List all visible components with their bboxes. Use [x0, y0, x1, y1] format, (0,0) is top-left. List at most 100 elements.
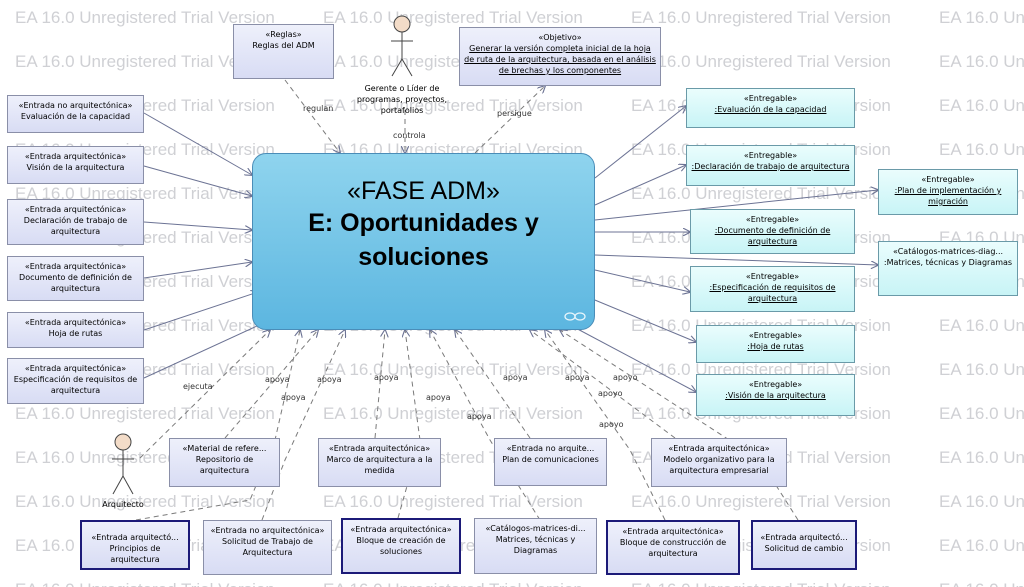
edge-label-apoya: apoya: [265, 375, 290, 384]
deliverable-architecture-vision[interactable]: «Entregable» :Visión de la arquitectura: [696, 374, 855, 416]
input-statement-of-work[interactable]: «Entrada arquitectónica» Declaración de …: [7, 199, 144, 245]
edge-label-apoyo: apoyo: [598, 389, 623, 398]
bottom-stereotype: «Entrada arquitectónica»: [350, 525, 452, 534]
edge-output-6: [569, 324, 696, 392]
support-communications-plan[interactable]: «Entrada no arquite... Plan de comunicac…: [494, 438, 607, 486]
support-stereotype: «Entrada arquitectónica»: [668, 444, 770, 453]
edge-input-6: [143, 320, 270, 379]
deliverable-requirements-spec[interactable]: «Entregable» :Especificación de requisit…: [690, 266, 855, 312]
edge-label-apoya: apoya: [467, 412, 492, 421]
input-name: Documento de definición de arquitectura: [19, 273, 132, 293]
bottom-principles[interactable]: «Entrada arquitectó... Principios de arq…: [80, 520, 190, 570]
bottom-stereotype: «Entrada arquitectónica»: [622, 527, 724, 536]
edge-label-apoya: apoya: [281, 393, 306, 402]
deliverable-statement-of-work[interactable]: «Entregable» :Declaración de trabajo de …: [686, 145, 855, 186]
objective-node[interactable]: «Objetivo» Generar la versión completa i…: [459, 27, 661, 86]
support-name: Modelo organizativo para la arquitectura…: [663, 455, 775, 475]
edge-output-1: [594, 106, 686, 179]
input-stereotype: «Entrada arquitectónica»: [24, 318, 127, 327]
support-name: Plan de comunicaciones: [502, 455, 599, 464]
edge-input-4: [143, 262, 252, 279]
deliverable-matrices-diagrams[interactable]: «Catálogos-matrices-diag... :Matrices, t…: [878, 241, 1018, 296]
edge-label-apoya: apoya: [317, 375, 342, 384]
edge-label-persigue: persigue: [497, 109, 532, 118]
manager-actor-label: Gerente o Líder de programas, proyectos,…: [356, 84, 448, 115]
bottom-work-request[interactable]: «Entrada no arquitectónica» Solicitud de…: [203, 520, 332, 575]
support-name: Marco de arquitectura a la medida: [326, 455, 433, 475]
deliverable-definition-document[interactable]: «Entregable» :Documento de definición de…: [690, 209, 855, 254]
edge-label-controla: controla: [393, 131, 426, 140]
deliverable-stereotype: «Entregable»: [748, 380, 803, 389]
edge-apoya-solicitud: [261, 330, 345, 521]
manager-actor-icon: [391, 15, 413, 77]
bottom-stereotype: «Entrada arquitectó...: [760, 533, 848, 542]
edge-label-regulan: regulan: [303, 104, 334, 113]
input-architecture-vision[interactable]: «Entrada arquitectónica» Visión de la ar…: [7, 146, 144, 184]
input-name: Hoja de rutas: [48, 329, 103, 338]
support-stereotype: «Entrada no arquite...: [506, 444, 595, 453]
bottom-name: Bloque de creación de soluciones: [356, 536, 446, 556]
deliverable-stereotype: «Entregable»: [921, 175, 975, 184]
deliverable-stereotype: «Catálogos-matrices-diag...: [892, 247, 1004, 256]
edge-label-apoyo: apoyo: [599, 420, 624, 429]
edge-input-5: [143, 292, 258, 331]
edge-output-4: [594, 269, 690, 292]
phase-stereotype: «FASE ADM»: [347, 177, 500, 205]
bottom-solution-building-block[interactable]: «Entrada arquitectónica» Bloque de creac…: [341, 518, 461, 574]
phase-title: E: Oportunidades y soluciones: [308, 209, 539, 271]
bottom-name: Bloque de construcción de arquitectura: [619, 538, 727, 558]
deliverable-name: :Documento de definición de arquitectura: [714, 226, 831, 246]
deliverable-stereotype: «Entregable»: [743, 94, 798, 103]
objective-stereotype: «Objetivo»: [538, 33, 582, 42]
edge-label-apoyo: apoyo: [613, 373, 638, 382]
support-repository[interactable]: «Material de refere... Repositorio de ar…: [169, 438, 280, 487]
architect-actor-icon: [112, 433, 134, 495]
support-stereotype: «Material de refere...: [182, 444, 267, 453]
support-organizational-model[interactable]: «Entrada arquitectónica» Modelo organiza…: [651, 438, 787, 487]
deliverable-stereotype: «Entregable»: [748, 331, 803, 340]
objective-name: Generar la versión completa inicial de l…: [464, 44, 656, 75]
support-framework[interactable]: «Entrada arquitectónica» Marco de arquit…: [318, 438, 441, 487]
deliverable-name: :Hoja de rutas: [747, 342, 804, 351]
edge-apoya-bloque-soluciones: [397, 330, 421, 519]
deliverable-stereotype: «Entregable»: [743, 151, 798, 160]
rules-name: Reglas del ADM: [252, 41, 315, 50]
edge-label-apoya: apoya: [426, 393, 451, 402]
input-roadmap[interactable]: «Entrada arquitectónica» Hoja de rutas: [7, 312, 144, 348]
bottom-change-request[interactable]: «Entrada arquitectó... Solicitud de camb…: [751, 520, 857, 570]
input-definition-document[interactable]: «Entrada arquitectónica» Documento de de…: [7, 256, 144, 301]
edge-persigue: [474, 86, 545, 154]
edge-label-ejecuta: ejecuta: [183, 382, 213, 391]
edge-regulan: [284, 79, 340, 153]
edge-label-apoya: apoya: [565, 373, 590, 382]
edge-output-7: [594, 190, 878, 221]
deliverable-name: :Declaración de trabajo de arquitectura: [691, 162, 850, 171]
deliverable-implementation-plan[interactable]: «Entregable» :Plan de implementación y m…: [878, 169, 1018, 215]
input-stereotype: «Entrada arquitectónica»: [24, 262, 127, 271]
input-name: Evaluación de la capacidad: [20, 112, 131, 121]
deliverable-roadmap[interactable]: «Entregable» :Hoja de rutas: [696, 325, 855, 363]
input-stereotype: «Entrada arquitectónica»: [24, 364, 127, 373]
bottom-matrices-diagrams[interactable]: «Catálogos-matrices-di... Matrices, técn…: [474, 518, 597, 574]
edge-apoya-marco: [374, 330, 385, 439]
phase-e-node[interactable]: «FASE ADM» E: Oportunidades y soluciones: [252, 153, 595, 330]
edge-output-8: [594, 254, 878, 265]
input-requirements-spec[interactable]: «Entrada arquitectónica» Especificación …: [7, 358, 144, 404]
edge-apoya-principios: [135, 330, 300, 521]
deliverable-name: :Evaluación de la capacidad: [714, 105, 827, 114]
bottom-name: Solicitud de cambio: [764, 544, 844, 553]
link-icon: [564, 312, 586, 321]
bottom-stereotype: «Entrada arquitectó...: [91, 533, 179, 542]
edge-input-2: [143, 165, 252, 196]
rules-node[interactable]: «Reglas» Reglas del ADM: [233, 24, 334, 79]
input-stereotype: «Entrada arquitectónica»: [24, 205, 127, 214]
deliverable-stereotype: «Entregable»: [745, 272, 800, 281]
input-stereotype: «Entrada no arquitectónica»: [18, 101, 133, 110]
edge-apoya-repositorio: [224, 330, 318, 439]
input-capacity-eval[interactable]: «Entrada no arquitectónica» Evaluación d…: [7, 95, 144, 133]
deliverable-capacity-eval[interactable]: «Entregable» :Evaluación de la capacidad: [686, 88, 855, 128]
bottom-architecture-building-block[interactable]: «Entrada arquitectónica» Bloque de const…: [606, 520, 740, 575]
bottom-stereotype: «Entrada no arquitectónica»: [210, 526, 325, 535]
edge-output-5: [589, 297, 696, 342]
edge-label-apoya: apoya: [503, 373, 528, 382]
